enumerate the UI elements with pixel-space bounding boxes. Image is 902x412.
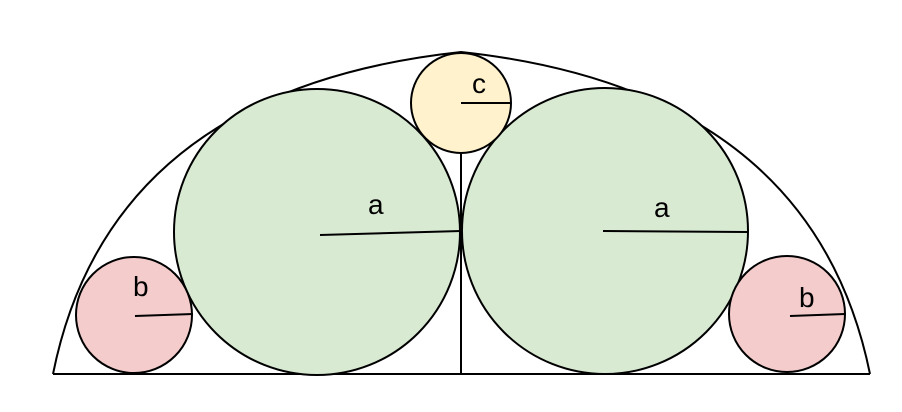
radius-line-small-right: [789, 313, 846, 317]
label-b-left: b: [133, 271, 149, 302]
label-a-right: a: [654, 192, 670, 223]
label-c: c: [472, 68, 486, 99]
radius-line-small-left: [134, 313, 194, 317]
radius-line-large-right: [602, 230, 748, 233]
radius-line-large-left: [319, 230, 462, 236]
label-b-right: b: [799, 282, 815, 313]
label-a-left: a: [368, 189, 384, 220]
